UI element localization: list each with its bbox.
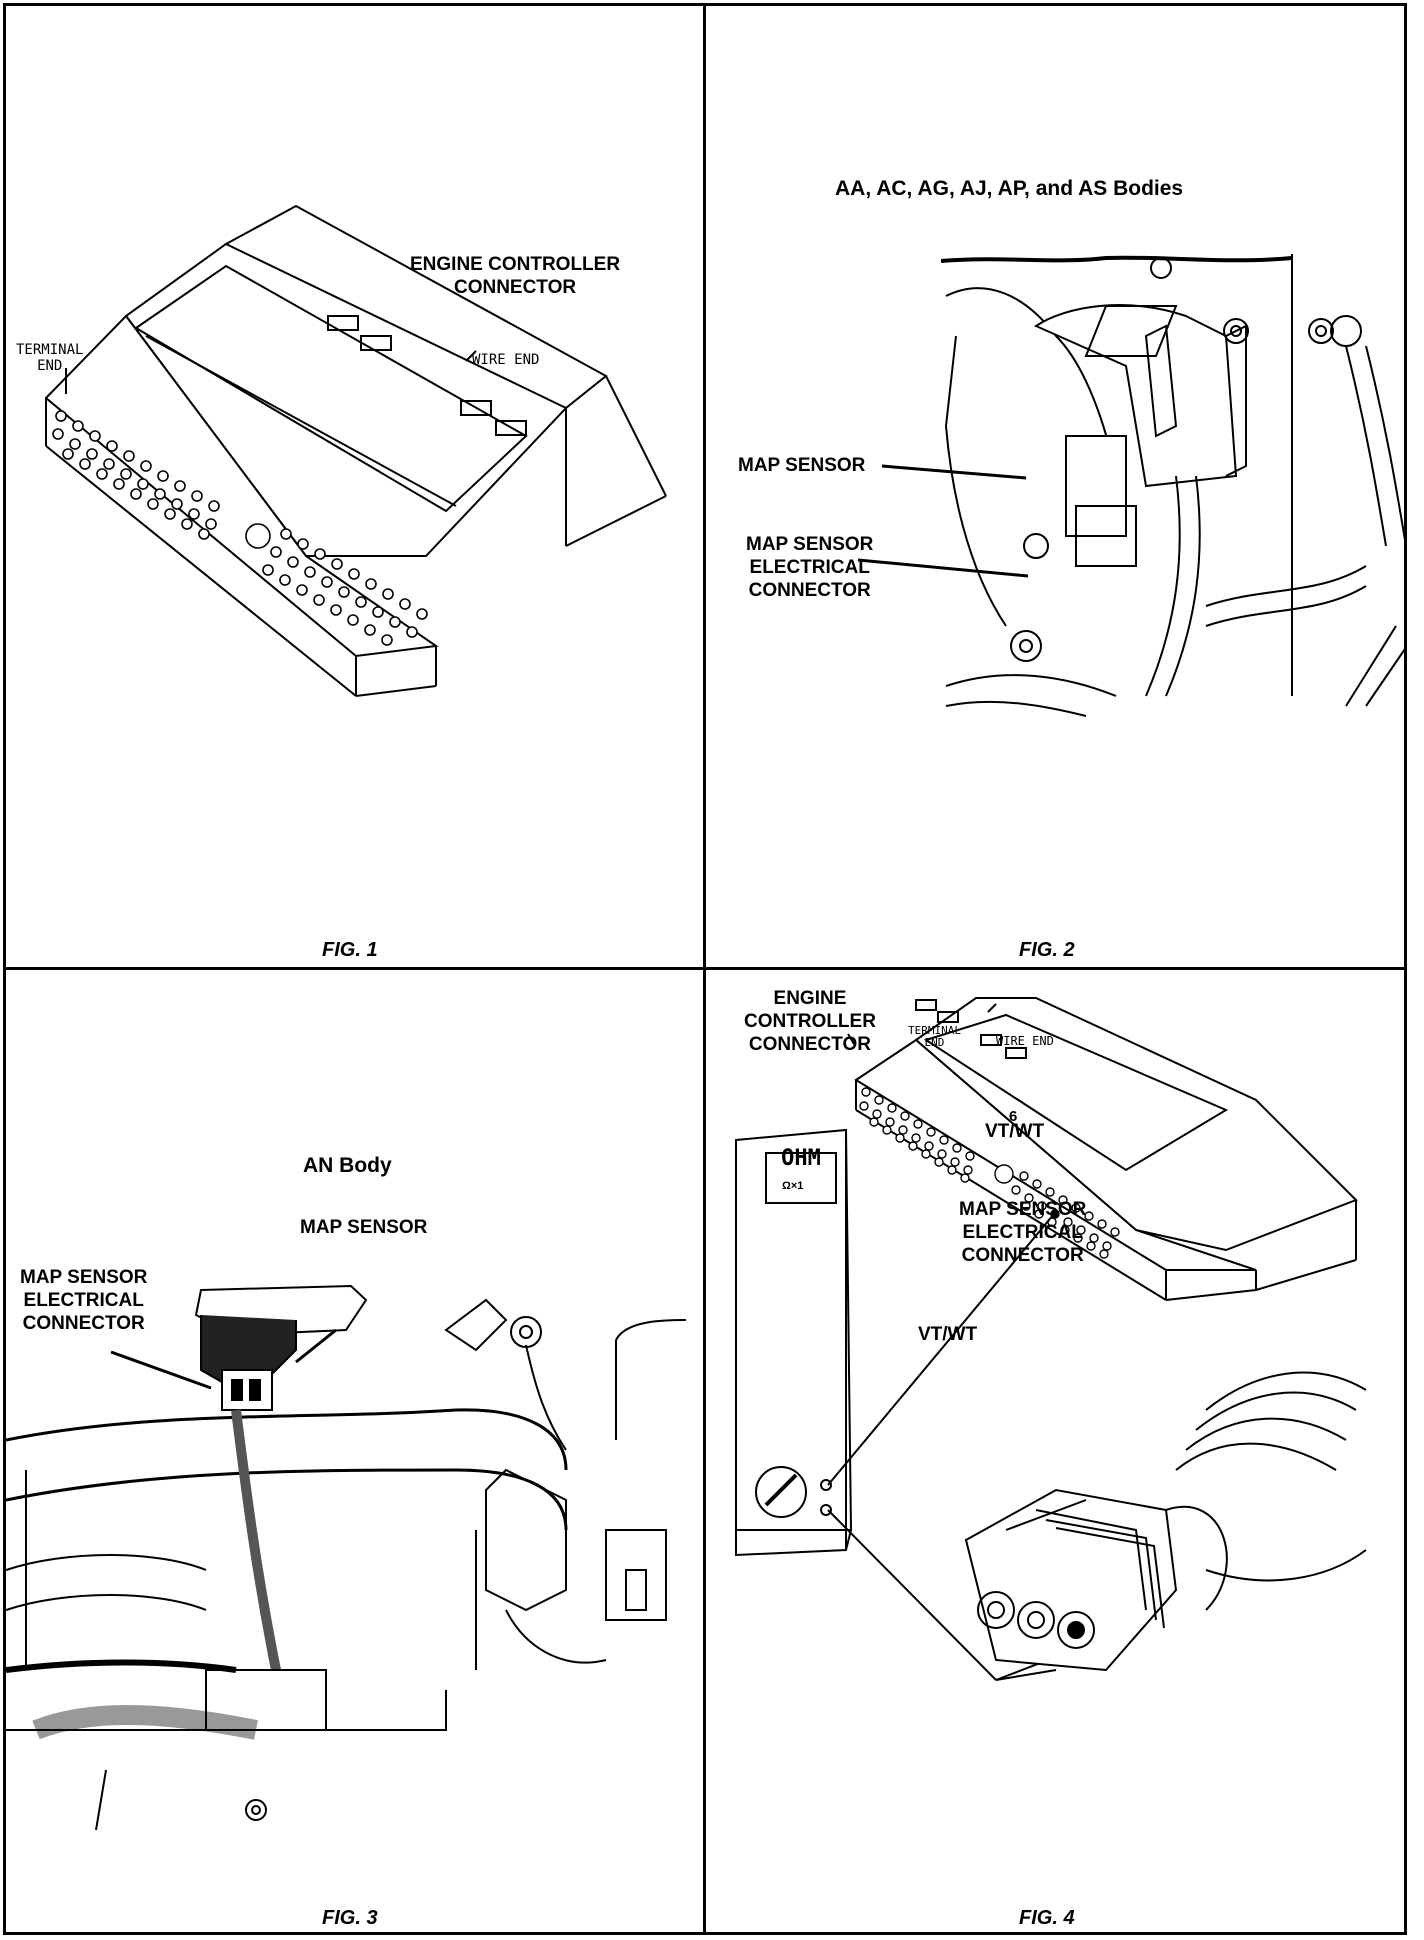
- vtwt-bottom-label: VT/WT: [918, 1324, 978, 1345]
- map-sensor-connector: [964, 1371, 1367, 1672]
- terminal-end-label: TERMINAL END: [16, 342, 84, 374]
- connector-pins: [859, 1087, 1120, 1259]
- figure-3-caption: FIG. 3: [322, 1907, 378, 1929]
- map-sensor-label: MAP SENSOR: [300, 1217, 428, 1238]
- horizontal-divider: [3, 967, 1407, 970]
- engine-controller-label: ENGINE CONTROLLER CONNECTOR: [744, 988, 876, 1055]
- vtwt-top-label: VT/WT: [985, 1121, 1045, 1142]
- map-sensor-connector-label: MAP SENSOR ELECTRICAL CONNECTOR: [746, 534, 874, 601]
- figure-3-title: AN Body: [303, 1154, 392, 1177]
- an-body-map-sensor-drawing: [6, 1284, 687, 1831]
- figure-4-panel: ENGINE CONTROLLER CONNECTOR TERMINAL END…: [706, 970, 1407, 1935]
- engine-controller-label: ENGINE CONTROLLER CONNECTOR: [410, 254, 621, 298]
- figure-2-caption: FIG. 2: [1019, 939, 1075, 961]
- ohmmeter-display: OHM: [781, 1146, 821, 1171]
- engine-controller-connector-drawing: [44, 204, 667, 697]
- map-sensor-connector-label: MAP SENSOR ELECTRICAL CONNECTOR: [959, 1199, 1087, 1266]
- ohmmeter: [735, 1128, 853, 1557]
- pin-number-label: 6: [1009, 1108, 1018, 1125]
- figure-2-panel: AA, AC, AG, AJ, AP, and AS Bodies MAP SE…: [706, 6, 1407, 967]
- figure-1-panel: ENGINE CONTROLLER CONNECTOR TERMINAL END…: [6, 6, 703, 967]
- map-sensor-connector-label: MAP SENSOR ELECTRICAL CONNECTOR: [20, 1267, 148, 1334]
- figure-2-title: AA, AC, AG, AJ, AP, and AS Bodies: [835, 177, 1184, 200]
- ohmmeter-range-label: Ω×1: [782, 1180, 804, 1192]
- connector-pins: [52, 410, 428, 646]
- figure-3-panel: AN Body MAP SENSOR MAP SENSOR ELECTRICAL…: [6, 970, 703, 1935]
- ohmmeter-test-drawing: [735, 997, 1367, 1681]
- wire-end-label: WIRE END: [472, 352, 540, 368]
- wire-end-label: WIRE END: [996, 1034, 1054, 1048]
- figure-4-caption: FIG. 4: [1019, 1907, 1075, 1929]
- figure-1-caption: FIG. 1: [322, 939, 378, 961]
- map-sensor-engine-bay-drawing: [857, 254, 1407, 717]
- map-sensor-label: MAP SENSOR: [738, 455, 866, 476]
- terminal-end-label: TERMINAL END: [908, 1024, 961, 1049]
